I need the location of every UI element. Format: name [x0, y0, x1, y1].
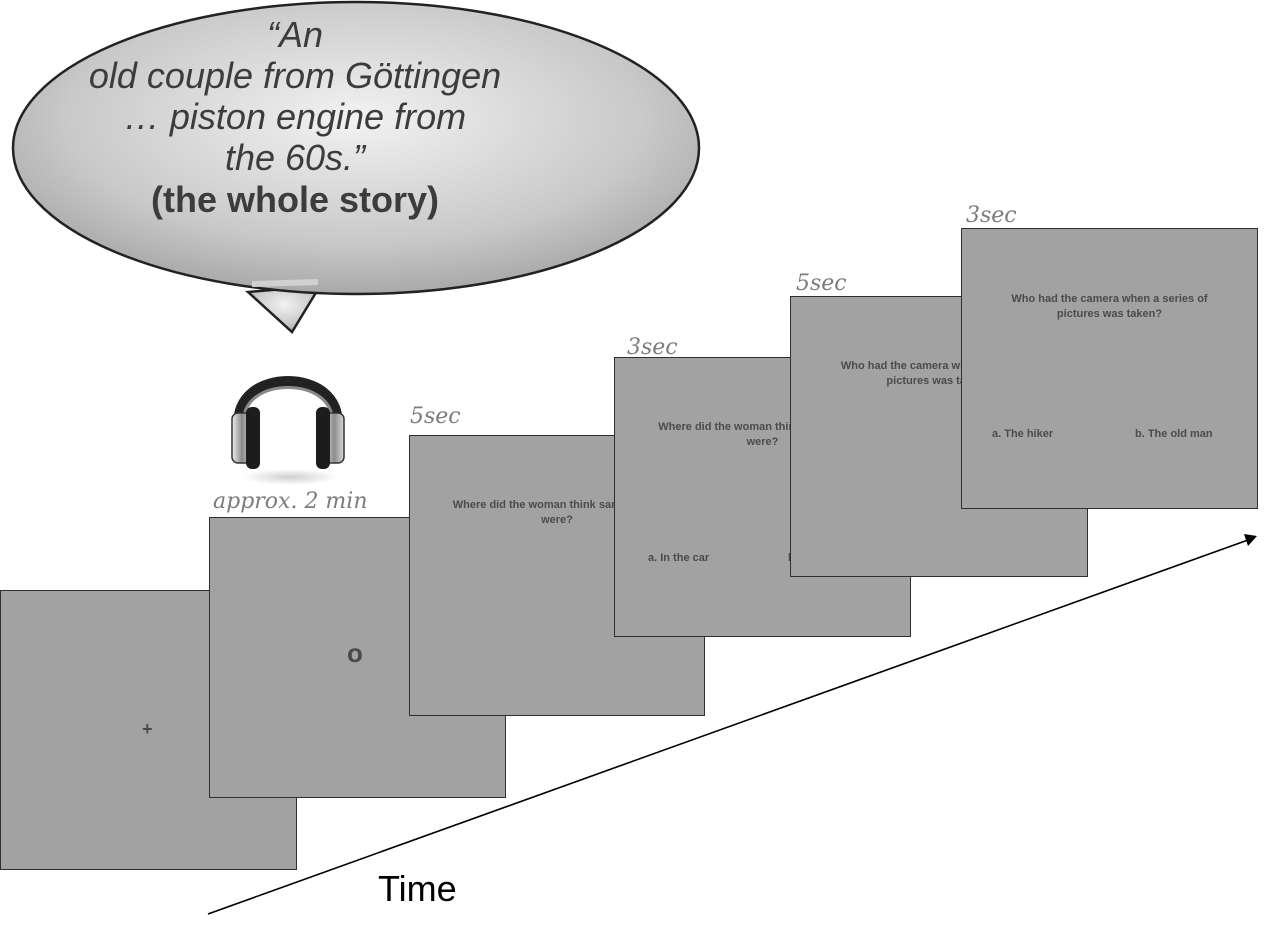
- duration-label: 3sec: [627, 335, 678, 360]
- duration-label: approx. 2 min: [213, 489, 368, 514]
- headphones-icon: [231, 376, 345, 485]
- fixation-cross: +: [142, 719, 153, 739]
- story-line-3: … piston engine from: [123, 96, 467, 137]
- listening-marker: o: [347, 638, 363, 668]
- story-quote: “An old couple from Göttingen … piston e…: [60, 14, 530, 222]
- time-axis-label: Time: [378, 868, 457, 909]
- story-line-2: old couple from Göttingen: [88, 55, 502, 96]
- duration-label: 3sec: [966, 203, 1017, 228]
- answer-option-b: b. The old man: [1135, 428, 1213, 440]
- question-text: Who had the camera when a series of pict…: [1011, 293, 1208, 320]
- answer-option-a: a. The hiker: [992, 428, 1054, 440]
- duration-label: 5sec: [796, 271, 847, 296]
- story-line-4: the 60s.”: [224, 137, 366, 178]
- question-text: Where did the woman think sandwiches wer…: [452, 499, 662, 526]
- duration-label: 5sec: [410, 404, 461, 429]
- answer-option-a: a. In the car: [648, 552, 710, 564]
- story-line-1: “An: [266, 14, 324, 55]
- answer-screen: Who had the camera when a series of pict…: [961, 228, 1258, 509]
- story-note: (the whole story): [150, 179, 440, 220]
